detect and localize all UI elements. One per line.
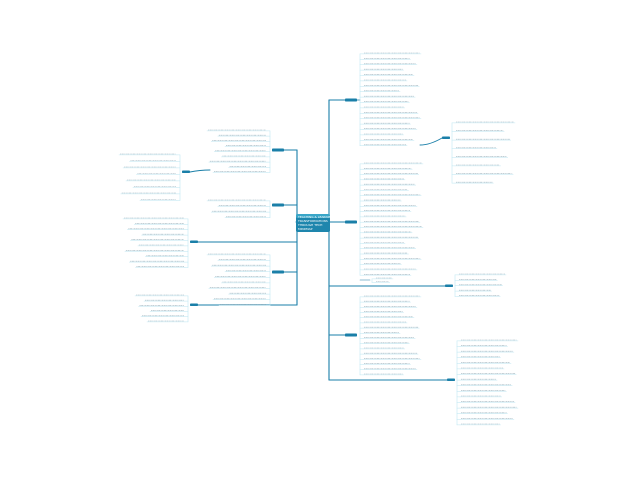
leaf-group-left-1[interactable] — [206, 129, 271, 173]
branch-left-1-node[interactable] — [272, 148, 284, 152]
branch-left-3-node[interactable] — [190, 240, 198, 244]
central-topic-line-4: MINDMAP — [298, 227, 313, 231]
branch-right-5-node[interactable] — [447, 378, 455, 382]
branch-left-2-node[interactable] — [272, 203, 284, 207]
central-topic-highlight — [296, 214, 330, 218]
branch-right-4-node[interactable] — [345, 333, 357, 337]
leaf-group-left-3[interactable] — [122, 217, 189, 268]
branch-left-1-sub-node[interactable] — [182, 170, 190, 174]
branch-left-4-node[interactable] — [272, 270, 284, 274]
branch-right-1-node[interactable] — [345, 98, 357, 102]
central-topic-line-1: TEACHING & LEARNING — [297, 215, 334, 219]
central-topic[interactable]: TEACHING & LEARNING TRANSFORMATIONS THRO… — [296, 214, 334, 232]
leaf-group-right-1[interactable] — [359, 52, 422, 146]
leaf-topics — [118, 52, 519, 426]
leaf-group-left-5[interactable] — [134, 294, 189, 323]
leaf-group-left-2[interactable] — [206, 199, 271, 218]
leaf-group-right-5[interactable] — [456, 339, 519, 426]
central-topic-line-3: THROUGH TECH — [297, 223, 322, 227]
branch-right-3-node[interactable] — [445, 284, 453, 288]
branch-right-2-node[interactable] — [345, 220, 357, 224]
leaf-group-right-3[interactable] — [454, 273, 507, 297]
branch-left-1-sub — [189, 169, 211, 173]
leaf-group-left-1-sub[interactable] — [118, 153, 181, 201]
leaf-group-right-2-tail[interactable] — [371, 277, 394, 283]
central-topic-line-2: TRANSFORMATIONS — [297, 219, 328, 223]
branch-right-1-sub — [419, 137, 443, 146]
central-topic-box[interactable] — [296, 214, 330, 232]
branch-left-5-node[interactable] — [190, 303, 198, 307]
branch-right-1-sub-node[interactable] — [442, 136, 450, 140]
leaf-group-right-4[interactable] — [359, 295, 422, 376]
leaf-group-right-1-sub[interactable] — [451, 121, 516, 184]
leaf-group-right-2[interactable] — [359, 162, 424, 276]
leaf-group-left-4[interactable] — [206, 253, 271, 306]
